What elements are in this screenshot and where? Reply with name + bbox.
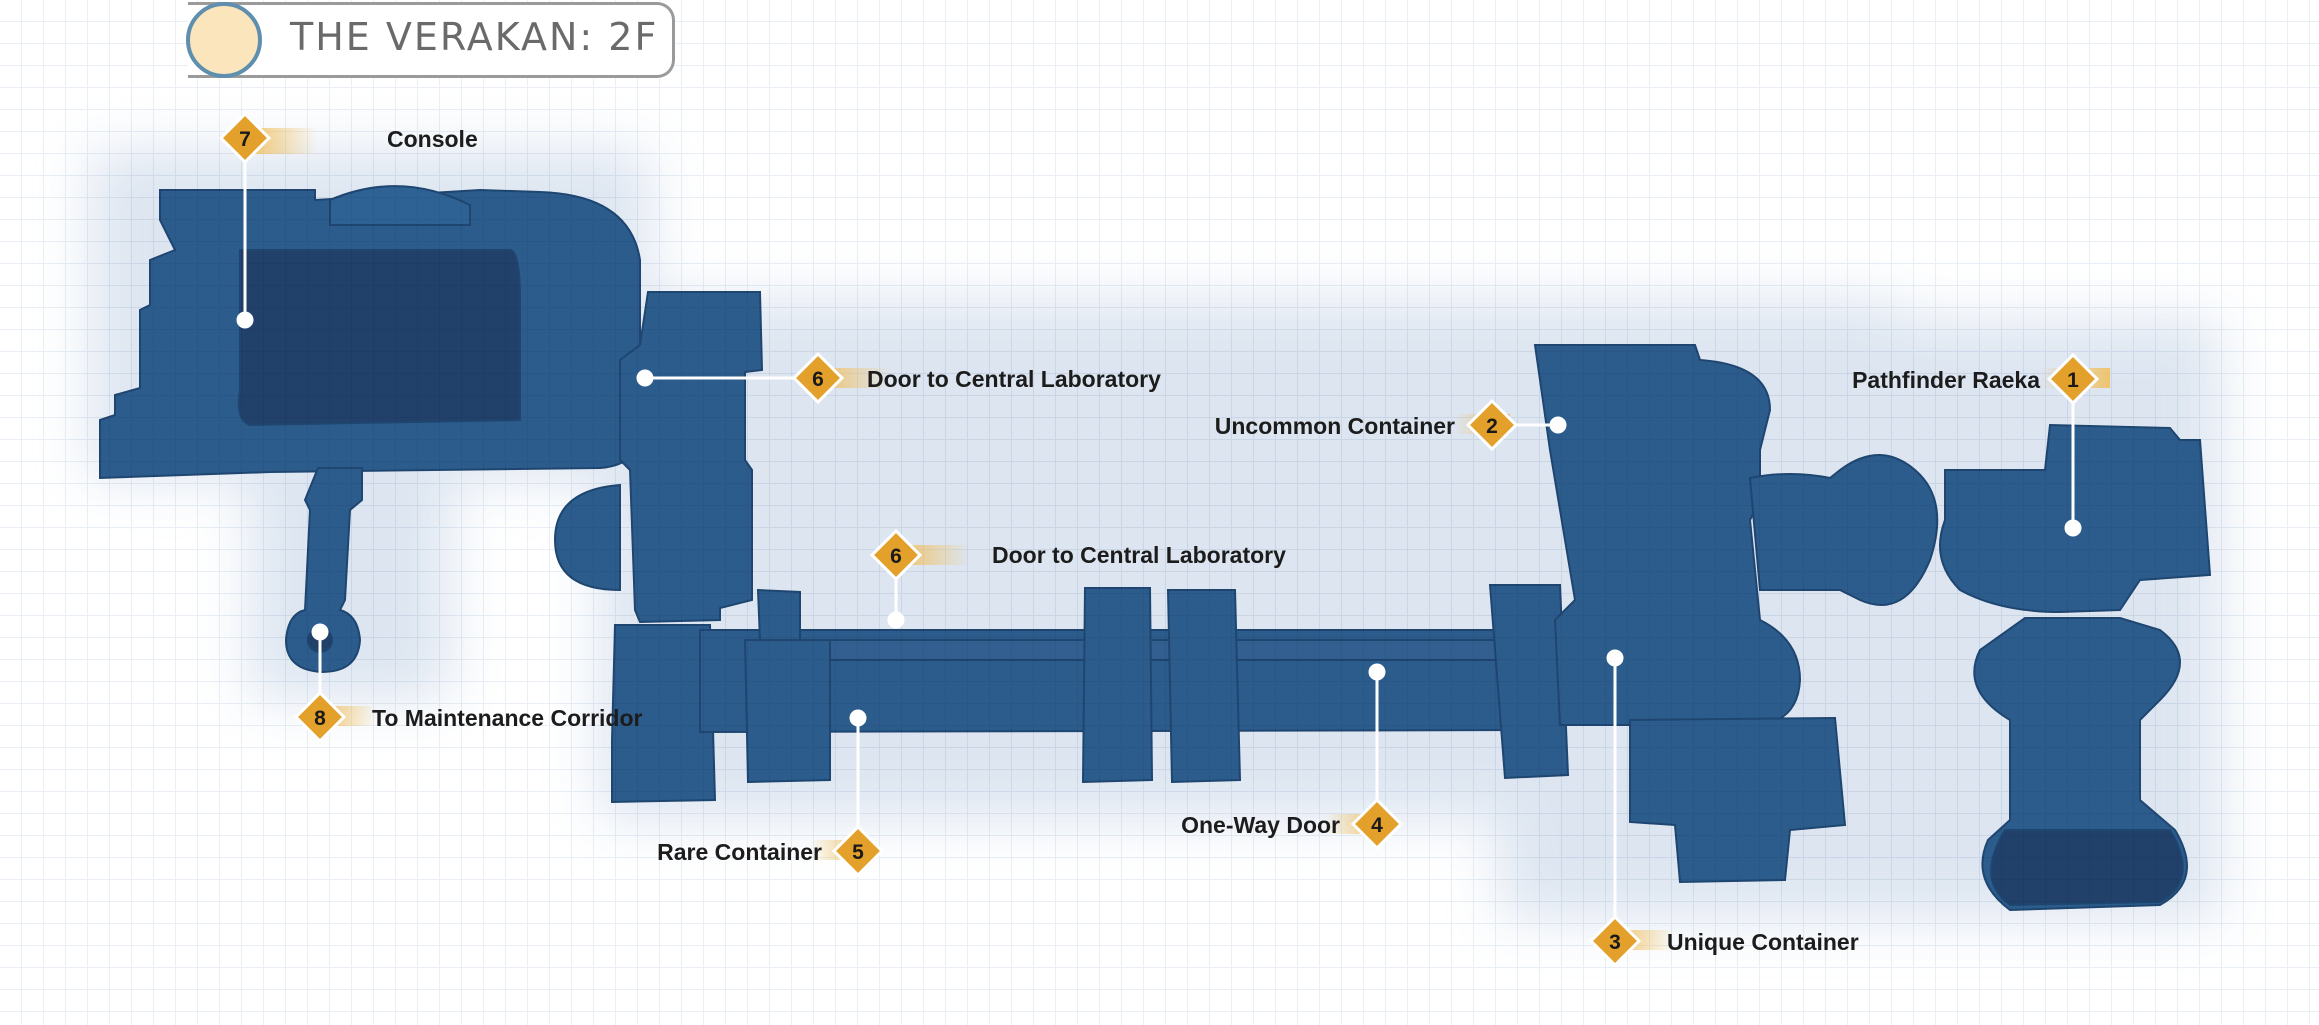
marker-1-label: Pathfinder Raeka xyxy=(1852,367,2040,393)
marker-2-number: 2 xyxy=(1486,415,1498,438)
marker-6-lower[interactable]: 6 Door to Central Laboratory xyxy=(869,528,1286,582)
marker-4-number: 4 xyxy=(1371,814,1383,837)
marker-8[interactable]: 8 To Maintenance Corridor xyxy=(293,690,643,744)
marker-3[interactable]: 3 Unique Container xyxy=(1588,914,1859,968)
marker-8-label: To Maintenance Corridor xyxy=(372,705,643,731)
marker-4-label: One-Way Door xyxy=(1181,812,1340,838)
marker-6-upper-label: Door to Central Laboratory xyxy=(867,366,1161,392)
marker-3-label: Unique Container xyxy=(1667,929,1859,955)
marker-6-lower-label: Door to Central Laboratory xyxy=(992,542,1286,568)
map-title: THE VERAKAN: 2F xyxy=(290,15,659,59)
marker-1[interactable]: 1 Pathfinder Raeka xyxy=(1852,352,2110,406)
marker-4[interactable]: 4 One-Way Door xyxy=(1181,797,1404,851)
marker-2-label: Uncommon Container xyxy=(1215,413,1455,439)
marker-2[interactable]: 2 Uncommon Container xyxy=(1215,398,1519,452)
leader-lines xyxy=(236,140,2082,940)
marker-5-label: Rare Container xyxy=(657,839,822,865)
marker-8-number: 8 xyxy=(314,707,326,730)
marker-6-upper[interactable]: 6 Door to Central Laboratory xyxy=(791,351,1161,405)
map-title-frame xyxy=(188,2,675,78)
marker-5-number: 5 xyxy=(852,841,864,864)
marker-7-label: Console xyxy=(387,126,478,152)
floor-badge xyxy=(186,2,262,78)
marker-7-number: 7 xyxy=(239,128,251,151)
marker-7[interactable]: 7 Console xyxy=(218,111,478,165)
marker-3-number: 3 xyxy=(1609,931,1621,954)
marker-1-number: 1 xyxy=(2067,369,2079,392)
marker-5[interactable]: 5 Rare Container xyxy=(657,824,885,878)
marker-6-upper-number: 6 xyxy=(812,368,824,391)
marker-6-lower-number: 6 xyxy=(890,545,902,568)
